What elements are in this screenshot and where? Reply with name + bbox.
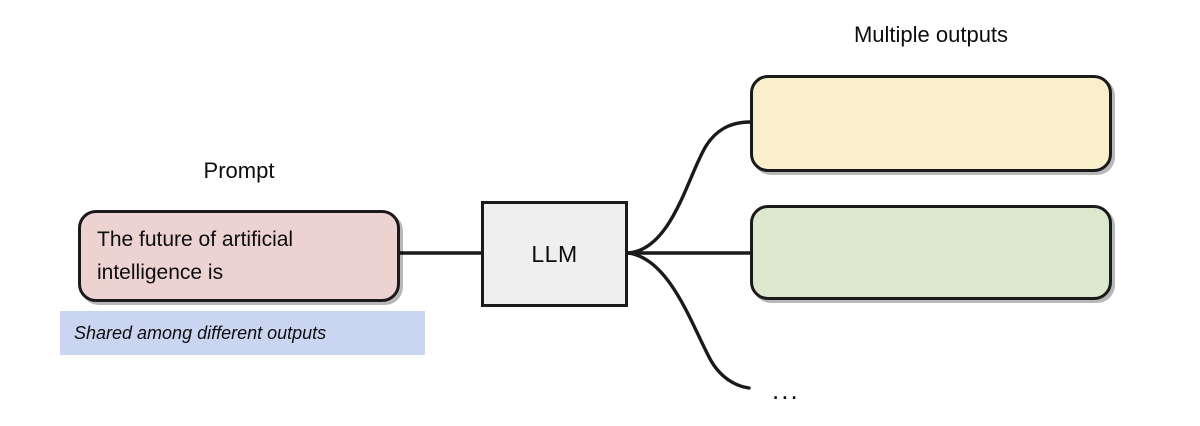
output-box-1-text [753, 78, 1109, 98]
llm-box[interactable]: LLM [481, 201, 628, 307]
multiple-outputs-label: Multiple outputs [853, 22, 1009, 47]
prompt-label: Prompt [203, 158, 275, 183]
edge-llm-to-more [626, 251, 751, 390]
shared-among-outputs-note: Shared among different outputs [60, 311, 425, 355]
more-outputs-ellipsis: ... [772, 375, 800, 405]
output-box-1[interactable] [750, 75, 1112, 172]
prompt-text: The future of artificial intelligence is [97, 228, 294, 284]
shared-note-text: Shared among different outputs [74, 322, 327, 343]
llm-label: LLM [531, 240, 578, 267]
edge-llm-to-output-1 [626, 120, 752, 255]
output-box-2-text [753, 208, 1109, 228]
output-box-2[interactable] [750, 205, 1112, 300]
prompt-box[interactable]: The future of artificial intelligence is [78, 210, 400, 302]
